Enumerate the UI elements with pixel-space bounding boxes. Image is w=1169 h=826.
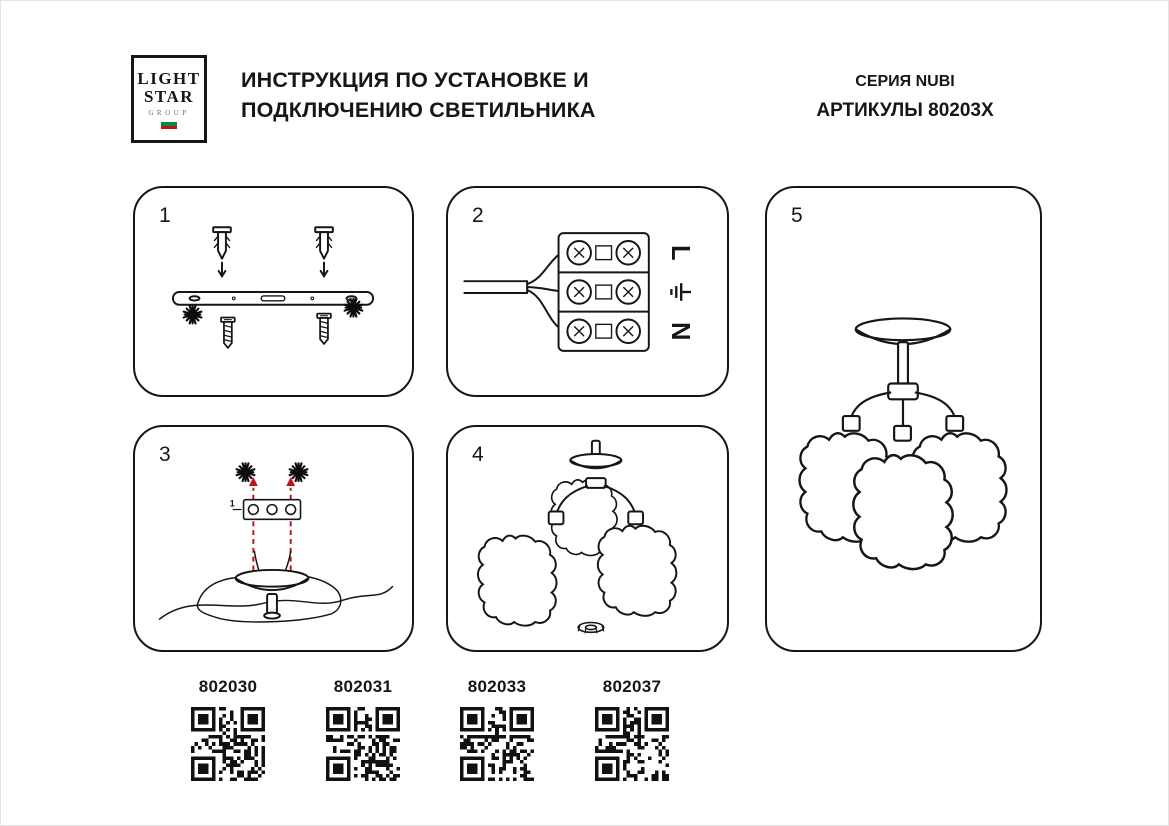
article-item: 802030 bbox=[173, 677, 283, 781]
step5-panel: 5 bbox=[765, 186, 1042, 652]
red-guide-lines bbox=[252, 487, 292, 571]
step3-drawing: 1 bbox=[158, 462, 394, 623]
step4-number: 4 bbox=[472, 443, 484, 466]
article-code: 802031 bbox=[333, 677, 393, 696]
qr-code bbox=[326, 707, 400, 781]
canopy-and-arms bbox=[547, 439, 644, 526]
red-arrow-icons bbox=[248, 477, 296, 486]
articles-label: АРТИКУЛЫ 80203X bbox=[816, 100, 994, 121]
qr-code bbox=[191, 707, 265, 781]
step2-number: 2 bbox=[472, 204, 484, 227]
title-line-2: ПОДКЛЮЧЕНИЮ СВЕТИЛЬНИКА bbox=[241, 98, 596, 122]
neutral-label: N bbox=[666, 322, 694, 340]
screw-right bbox=[316, 312, 332, 345]
logo-flag-icon bbox=[161, 121, 177, 129]
article-code: 802030 bbox=[198, 677, 258, 696]
step2-drawing: L N bbox=[463, 232, 694, 352]
lamp-shade-front bbox=[852, 453, 954, 571]
logo-word-light: LIGHT bbox=[137, 68, 201, 88]
step3-panel: 3 1 bbox=[133, 425, 414, 652]
terminal-block-small bbox=[242, 498, 302, 521]
retaining-ring bbox=[577, 621, 605, 634]
power-cable bbox=[463, 253, 560, 329]
wall-anchor-right bbox=[314, 226, 334, 278]
article-code: 802033 bbox=[467, 677, 527, 696]
terminal-block bbox=[557, 232, 650, 352]
mounting-plate bbox=[171, 291, 375, 306]
lamp-shade-left bbox=[476, 534, 558, 627]
article-item: 802037 bbox=[577, 677, 687, 781]
step1-panel: 1 bbox=[133, 186, 414, 397]
line-label: L bbox=[666, 245, 694, 261]
series-name: СЕРИЯ NUBI bbox=[855, 73, 955, 90]
wall-anchor-left bbox=[212, 226, 232, 278]
step2-panel: 2 L bbox=[446, 186, 729, 397]
step1-number: 1 bbox=[159, 204, 171, 227]
ceiling-mark-right bbox=[288, 462, 309, 483]
step1-drawing bbox=[171, 226, 375, 349]
ceiling-mark-left bbox=[235, 462, 256, 483]
article-code: 802037 bbox=[602, 677, 662, 696]
step5-number: 5 bbox=[791, 204, 803, 227]
qr-code bbox=[460, 707, 534, 781]
screw-left bbox=[220, 316, 236, 349]
step4-drawing bbox=[476, 439, 678, 634]
qr-code bbox=[595, 707, 669, 781]
step3-number: 3 bbox=[159, 443, 171, 466]
logo-word-group: GROUP bbox=[148, 108, 190, 117]
assembled-canopy bbox=[841, 317, 965, 442]
article-item: 802033 bbox=[442, 677, 552, 781]
title-line-1: ИНСТРУКЦИЯ ПО УСТАНОВКЕ И bbox=[241, 68, 589, 92]
drill-mark-left bbox=[182, 304, 203, 325]
logo-word-star: STAR bbox=[143, 86, 195, 106]
ceiling-canopy bbox=[234, 550, 310, 620]
article-item: 802031 bbox=[308, 677, 418, 781]
page-title: ИНСТРУКЦИЯ ПО УСТАНОВКЕ И ПОДКЛЮЧЕНИЮ СВ… bbox=[241, 65, 596, 125]
series-block: СЕРИЯ NUBI АРТИКУЛЫ 80203X bbox=[791, 73, 1019, 122]
callout-label: 1 bbox=[230, 499, 235, 509]
step5-drawing bbox=[798, 317, 1008, 571]
lamp-shade-right bbox=[596, 524, 678, 617]
drill-mark-right bbox=[343, 297, 364, 318]
lightstar-logo: LIGHT STAR GROUP bbox=[131, 55, 207, 143]
earth-symbol-icon bbox=[670, 283, 691, 301]
step4-panel: 4 bbox=[446, 425, 729, 652]
